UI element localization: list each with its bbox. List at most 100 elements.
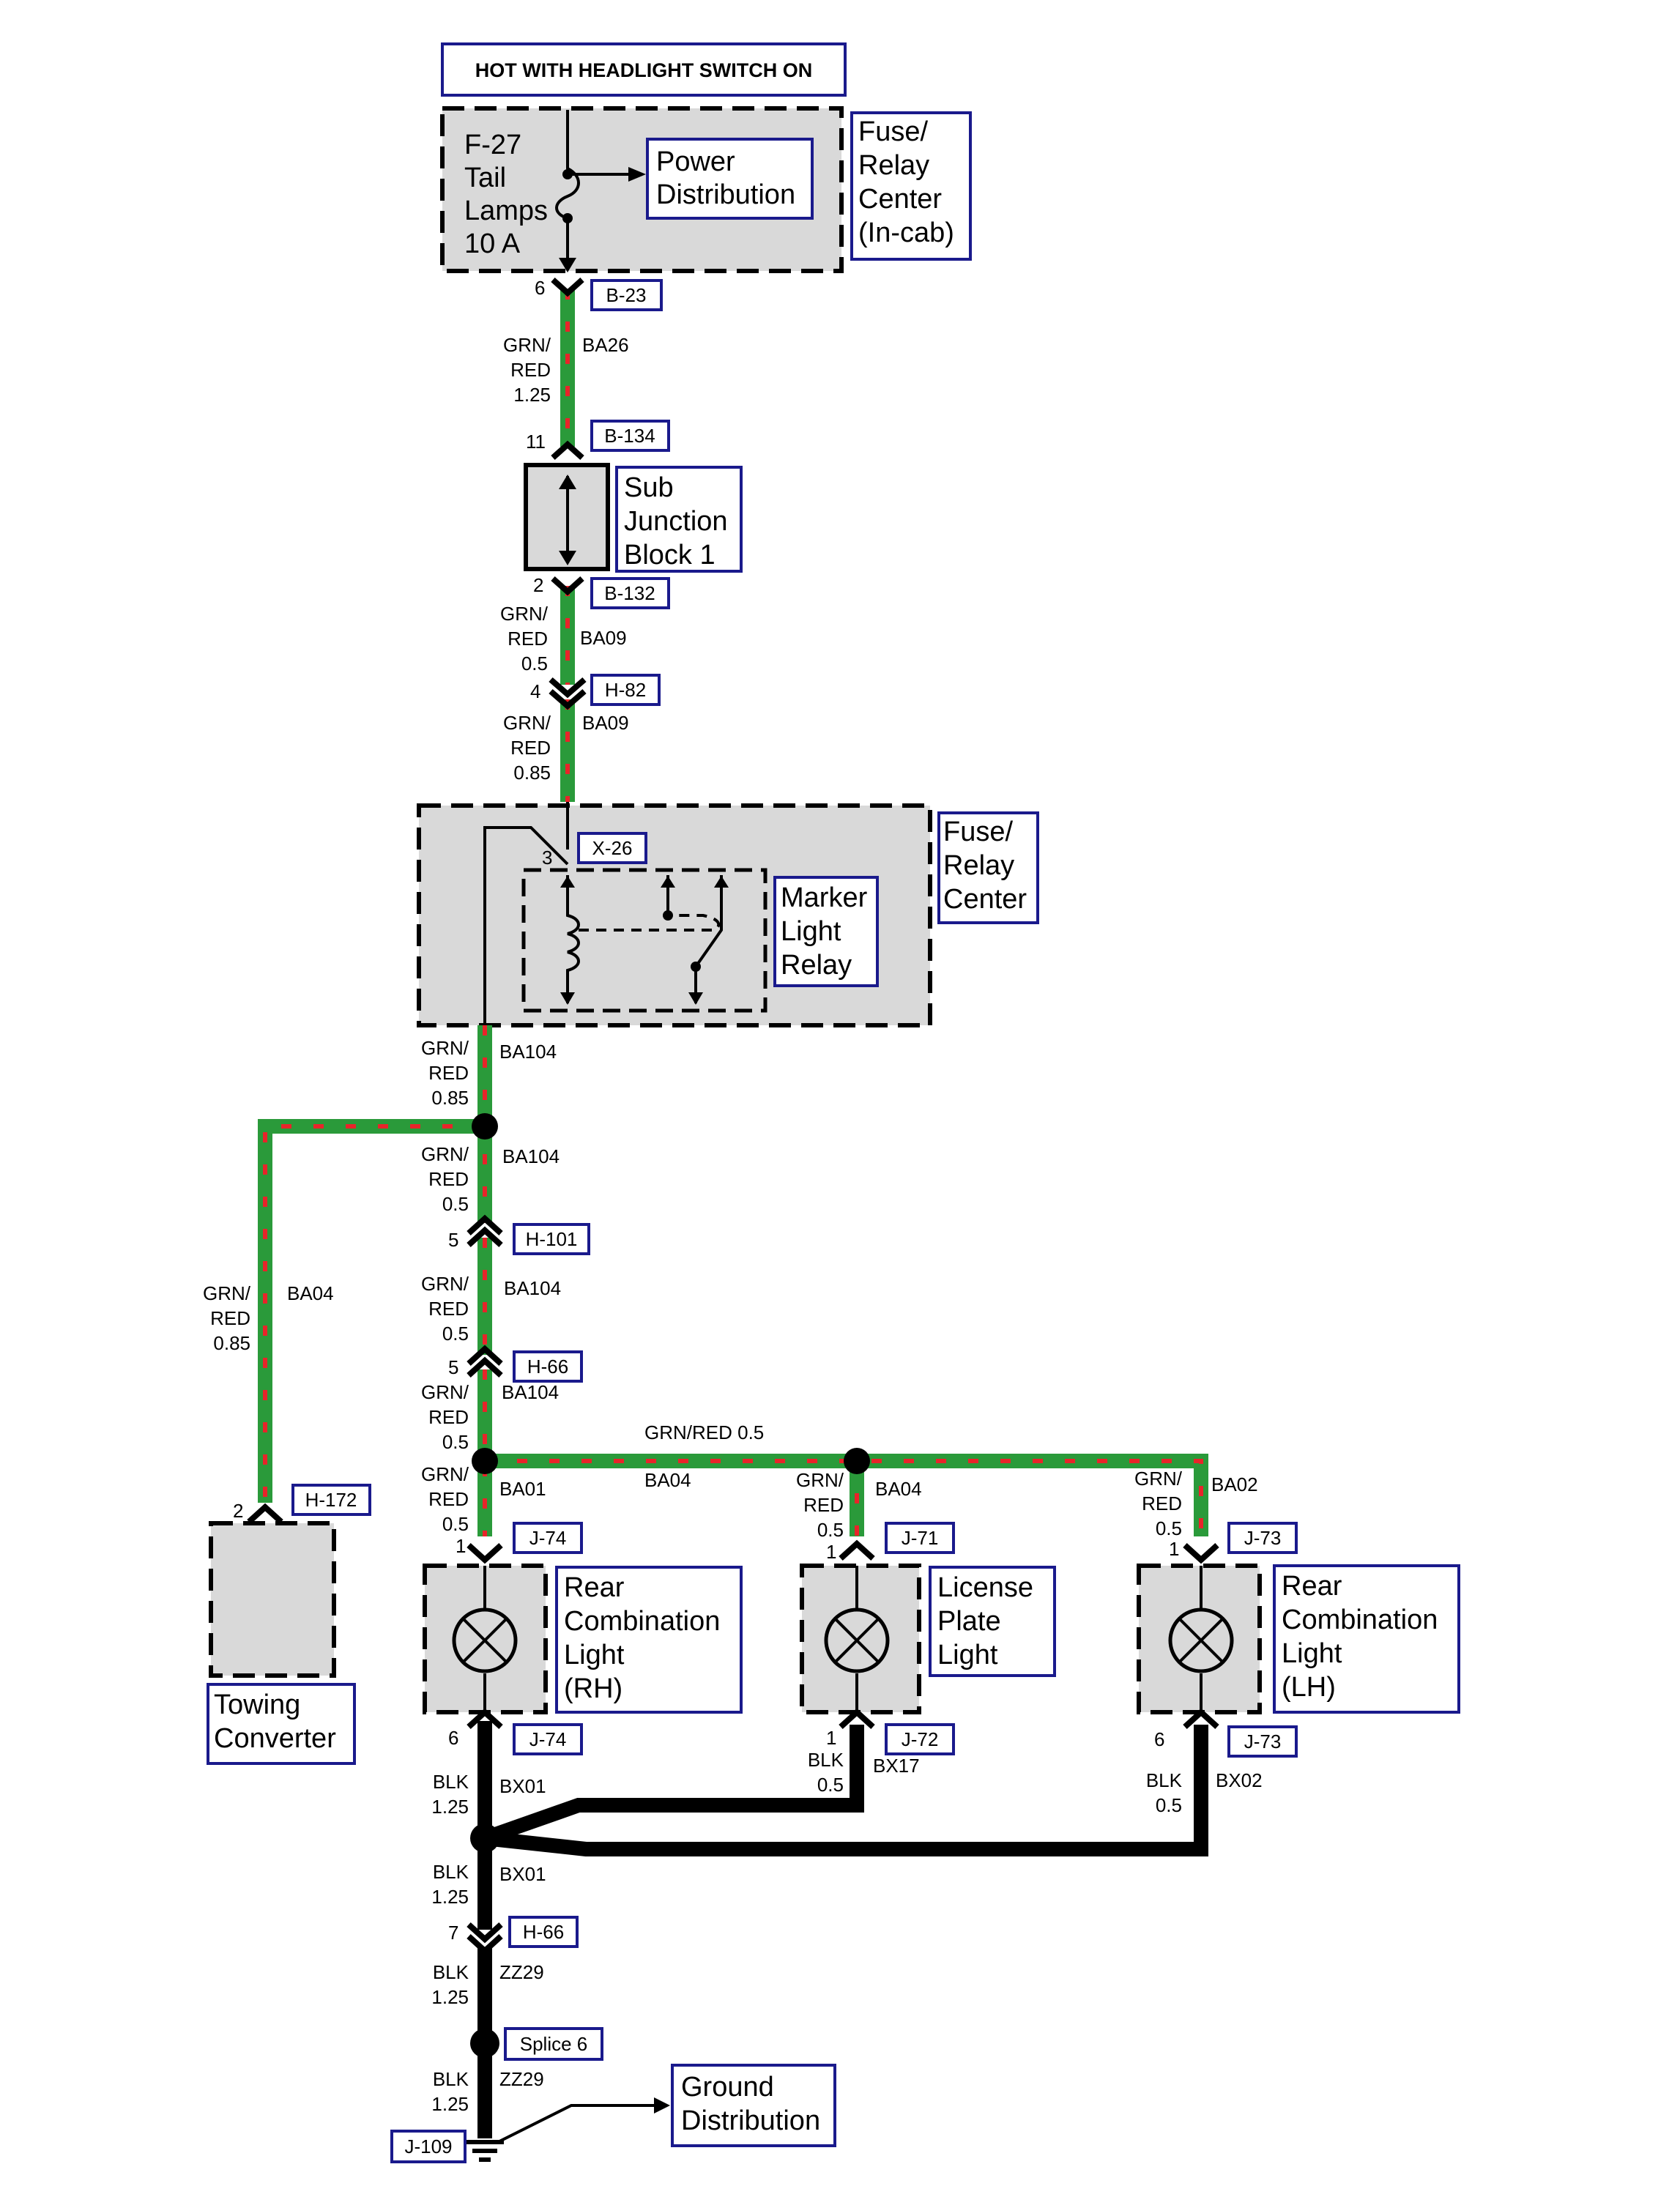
svg-text:Fuse/: Fuse/ [858, 116, 928, 147]
svg-text:0.5: 0.5 [442, 1513, 469, 1535]
svg-text:BA02: BA02 [1211, 1473, 1258, 1495]
svg-text:BX01: BX01 [499, 1775, 546, 1797]
svg-text:H-82: H-82 [605, 679, 646, 701]
svg-text:B-23: B-23 [606, 284, 647, 306]
svg-text:BX01: BX01 [499, 1863, 546, 1885]
svg-text:RED: RED [428, 1298, 469, 1320]
svg-text:0.5: 0.5 [442, 1193, 469, 1215]
svg-text:Splice 6: Splice 6 [520, 2033, 588, 2055]
marker-relay-label: Marker Light Relay [773, 876, 879, 987]
wire-ba26-label: GRN/ RED 1.25 BA26 [503, 334, 629, 406]
arrow-down-icon [559, 551, 576, 565]
arrow-up-icon [714, 876, 729, 888]
svg-text:Converter: Converter [214, 1723, 336, 1754]
lamp-rh-bottom-connector: 6 J-74 [448, 1708, 583, 1755]
svg-text:Power: Power [656, 146, 735, 177]
wire-zz29-label-2: BLK 1.25 ZZ29 [431, 2068, 543, 2115]
connector-b23-label: B-23 [590, 279, 663, 311]
svg-text:RED: RED [428, 1406, 469, 1428]
svg-text:GRN/: GRN/ [421, 1273, 469, 1295]
wire-bx01-label-2: BLK 1.25 BX01 [431, 1861, 546, 1908]
relay-contact-dot [691, 962, 701, 972]
svg-text:1: 1 [826, 1541, 836, 1563]
connector-h101-label: H-101 [513, 1223, 590, 1255]
svg-text:H-101: H-101 [526, 1228, 578, 1250]
wire-ba04-license-label: GRN/ RED 0.5 BA04 [796, 1469, 922, 1541]
svg-text:GRN/: GRN/ [796, 1469, 844, 1491]
svg-text:Distribution: Distribution [681, 2105, 820, 2136]
connector-x26-label: X-26 [577, 832, 647, 864]
svg-text:GRN/: GRN/ [421, 1037, 469, 1059]
connector-h172-icon [247, 1503, 283, 1524]
arrow-up-icon [559, 475, 576, 489]
svg-text:Block 1: Block 1 [624, 540, 716, 570]
svg-text:B-132: B-132 [604, 582, 655, 604]
pin-h66-lower: 7 [448, 1922, 458, 1944]
relay-feed-wire [483, 802, 569, 1034]
svg-text:0.5: 0.5 [442, 1323, 469, 1345]
svg-text:Rear: Rear [1282, 1571, 1342, 1602]
svg-text:Combination: Combination [1282, 1605, 1438, 1635]
svg-text:RED: RED [510, 359, 551, 381]
svg-text:Marker: Marker [781, 882, 868, 913]
svg-text:(In-cab): (In-cab) [858, 218, 954, 248]
svg-text:GRN/: GRN/ [203, 1282, 251, 1304]
svg-text:(LH): (LH) [1282, 1672, 1336, 1703]
connector-h66-lower-label: H-66 [508, 1916, 579, 1948]
svg-text:1.25: 1.25 [431, 1986, 469, 2008]
pin-x26: 3 [542, 847, 552, 869]
connector-h82-icon [549, 677, 587, 710]
arrow-right-icon [628, 167, 646, 182]
svg-text:0.5: 0.5 [1156, 1794, 1182, 1816]
splice-dot [844, 1448, 870, 1474]
wire-ba02-label: GRN/ RED 0.5 BA02 [1134, 1468, 1258, 1539]
rear-combination-light-lh-label: Rear Combination Light (LH) [1273, 1564, 1460, 1714]
svg-text:GRN/: GRN/ [503, 712, 551, 734]
svg-text:GRN/: GRN/ [421, 1381, 469, 1403]
relay-contact-dot [663, 910, 673, 921]
relay-coil-icon [566, 875, 580, 1003]
svg-text:BA04: BA04 [875, 1478, 922, 1500]
svg-text:1.25: 1.25 [513, 384, 551, 406]
svg-text:RED: RED [510, 737, 551, 759]
arrow-down-icon [560, 992, 575, 1005]
svg-text:RED: RED [428, 1488, 469, 1510]
svg-text:BA104: BA104 [502, 1145, 560, 1167]
arrow-up-icon [560, 876, 575, 888]
arrow-right-icon [654, 2097, 670, 2114]
connector-b132-label: B-132 [590, 577, 670, 609]
svg-text:BA04: BA04 [644, 1469, 691, 1491]
svg-text:H-66: H-66 [523, 1921, 564, 1943]
fuse-relay-incab-label: Fuse/ Relay Center (In-cab) [850, 111, 972, 261]
ground-distribution-label: Ground Distribution [671, 2064, 836, 2147]
svg-text:Sub: Sub [624, 472, 674, 503]
connector-h66-icon [467, 1345, 503, 1378]
svg-text:RED: RED [428, 1168, 469, 1190]
svg-text:0.5: 0.5 [521, 653, 548, 674]
pin-h66: 5 [448, 1356, 458, 1378]
fuse-relay-center-label: Fuse/ Relay Center [937, 811, 1039, 924]
svg-text:BA26: BA26 [582, 334, 629, 356]
pin-h172: 2 [233, 1500, 243, 1522]
svg-text:J-74: J-74 [529, 1728, 567, 1750]
svg-text:0.85: 0.85 [431, 1087, 469, 1109]
svg-text:(RH): (RH) [564, 1673, 622, 1704]
connector-h82-label: H-82 [590, 674, 661, 706]
svg-text:0.5: 0.5 [817, 1519, 844, 1541]
connector-b134-icon [551, 440, 584, 460]
svg-text:Combination: Combination [564, 1606, 720, 1637]
svg-text:RED: RED [508, 628, 548, 650]
wire-ba09-lower-label: GRN/ RED 0.85 BA09 [503, 712, 629, 784]
relay-coupling-dashed [579, 914, 721, 932]
svg-text:Distribution: Distribution [656, 179, 795, 210]
rear-combination-light-rh-label: Rear Combination Light (RH) [555, 1566, 743, 1714]
svg-text:RED: RED [1142, 1492, 1182, 1514]
wire-ba04-towing-label: GRN/ RED 0.85 BA04 [203, 1282, 334, 1354]
svg-text:GRN/RED 0.5: GRN/RED 0.5 [644, 1421, 764, 1443]
fuse-junction-dot [562, 213, 573, 223]
svg-text:Lamps: Lamps [464, 196, 548, 226]
pin-b132: 2 [533, 574, 543, 596]
svg-text:10 A: 10 A [464, 228, 521, 259]
svg-text:0.85: 0.85 [513, 762, 551, 784]
pin-b134: 11 [526, 431, 546, 453]
